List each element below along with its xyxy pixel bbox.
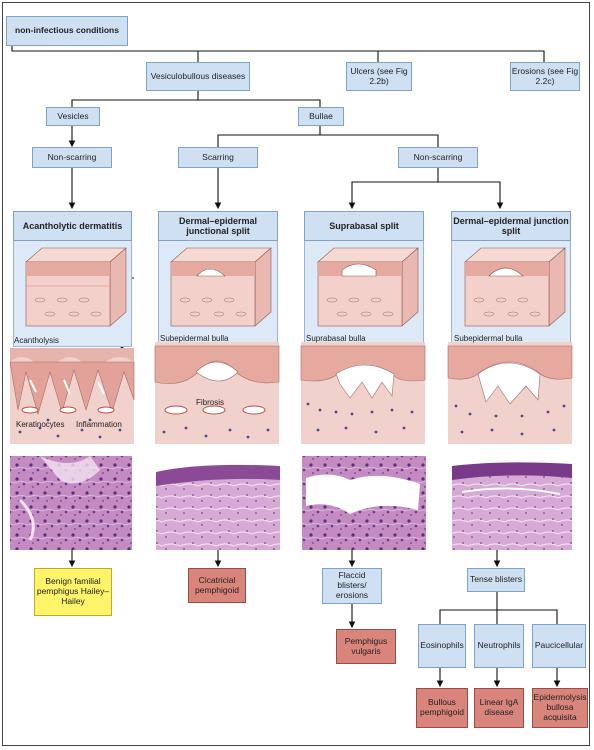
paucicellular-label: Paucicellular (534, 640, 584, 651)
bullae-label: Bullae (309, 110, 333, 121)
nonscarring-right-box: Non-scarring (398, 147, 478, 168)
ulcers-box: Ulcers (see Fig 2.2b) (346, 62, 412, 91)
flaccid-blisters-box: Flaccid blisters/ erosions (322, 568, 382, 604)
nonscarring-left-label: Non-scarring (47, 151, 97, 162)
outcome-cicatricial: Cicatricial pemphigoid (188, 568, 246, 603)
label-fibrosis: Fibrosis (196, 398, 225, 407)
outcome-bullous-pemphigoid-label: Bullous pemphigoid (420, 697, 464, 717)
label-acantholysis: Acantholysis (14, 336, 59, 345)
panel-title-2: Dermal–epidermal junctional split (158, 211, 278, 241)
bullae-box: Bullae (298, 107, 344, 126)
vesicles-box: Vesicles (46, 107, 100, 126)
paucicellular-box: Paucicellular (532, 624, 586, 668)
nonscarring-left-box: Non-scarring (32, 147, 112, 168)
outcome-bullous-pemphigoid: Bullous pemphigoid (416, 688, 468, 728)
scarring-label: Scarring (202, 151, 234, 162)
outcome-eba: Epidermolysis bullosa acquisita (532, 688, 588, 728)
root-box: non-infectious conditions (6, 16, 128, 46)
erosions-box: Erosions (see Fig 2.2c) (510, 62, 580, 91)
outcome-hailey-hailey-label: Benign familial pemphigus Hailey–Hailey (36, 576, 110, 606)
root-label: non-infectious conditions (15, 25, 119, 36)
label-subepidermal-bulla-1: Subepidermal bulla (160, 334, 229, 343)
label-subepidermal-bulla-2: Subepidermal bulla (454, 334, 523, 343)
tense-blisters-box: Tense blisters (467, 568, 525, 592)
panel-title-1-text: Acantholytic dermatitis (22, 220, 123, 231)
outcome-cicatricial-label: Cicatricial pemphigoid (195, 574, 239, 595)
erosions-label: Erosions (see Fig 2.2c) (511, 65, 579, 86)
outcome-pemphigus-vulgaris-label: Pemphigus vulgaris (344, 635, 388, 656)
vesicles-label: Vesicles (57, 110, 89, 121)
panel-title-4: Dermal–epidermal junction split (451, 211, 571, 241)
scarring-box: Scarring (178, 147, 258, 168)
panel-title-3-text: Suprabasal split (329, 220, 399, 231)
eosinophils-box: Eosinophils (418, 624, 466, 668)
panel-title-4-text: Dermal–epidermal junction split (453, 215, 569, 236)
label-keratinocytes: Keratinocytes (16, 420, 65, 429)
outcome-linear-iga: Linear IgA disease (474, 688, 524, 728)
nonscarring-right-label: Non-scarring (413, 151, 463, 162)
neutrophils-label: Neutrophils (477, 640, 521, 651)
flaccid-blisters-label: Flaccid blisters/ erosions (335, 570, 369, 600)
label-suprabasal-bulla: Suprabasal bulla (306, 334, 366, 343)
outcome-linear-iga-label: Linear IgA disease (479, 697, 519, 717)
outcome-eba-label: Epidermolysis bullosa acquisita (533, 692, 587, 722)
label-inflammation: Inflammation (76, 420, 122, 429)
neutrophils-box: Neutrophils (474, 624, 524, 668)
panel-title-2-text: Dermal–epidermal junctional split (178, 215, 258, 236)
outcome-hailey-hailey: Benign familial pemphigus Hailey–Hailey (34, 568, 112, 616)
vesiculobullous-box: Vesiculobullous diseases (146, 62, 250, 91)
tense-blisters-label: Tense blisters (470, 574, 522, 585)
panel-title-1: Acantholytic dermatitis (13, 211, 132, 241)
panel-title-3: Suprabasal split (304, 211, 424, 241)
ulcers-label: Ulcers (see Fig 2.2b) (350, 65, 408, 86)
outcome-pemphigus-vulgaris: Pemphigus vulgaris (336, 629, 396, 664)
eosinophils-label: Eosinophils (420, 640, 464, 651)
vesiculobullous-label: Vesiculobullous diseases (150, 70, 246, 81)
